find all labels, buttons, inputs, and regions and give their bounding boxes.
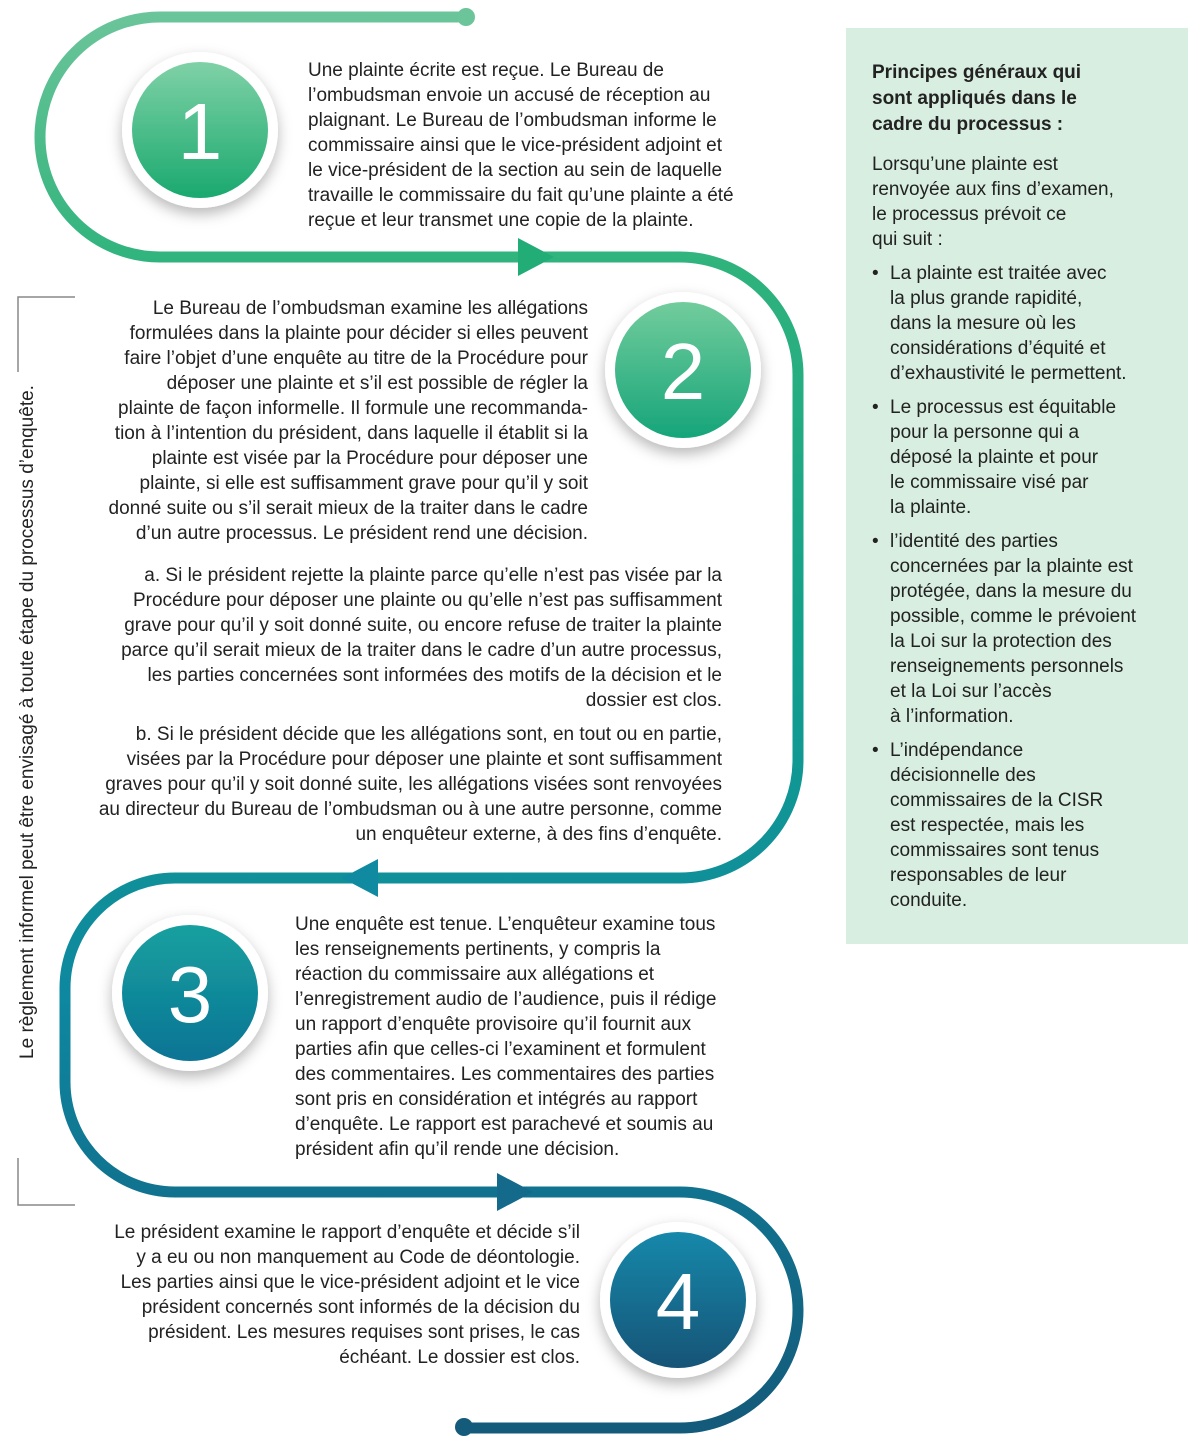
path-start-dot [457, 8, 475, 26]
principles-panel: Principes généraux qui sont appliqués da… [846, 28, 1188, 944]
step-2-option-a: a. Si le président rejette la plainte pa… [121, 565, 722, 711]
step-3-badge [112, 915, 268, 1071]
side-bracket-gap [8, 372, 28, 1158]
flow-path [34, 11, 804, 1434]
step-2-text: Le Bureau de l’ombudsman examine les all… [108, 298, 588, 544]
path-end-dot [455, 1418, 473, 1436]
principles-intro: Lorsqu’une plainte est renvoyée aux fins… [872, 154, 1114, 250]
bullet-icon: • [872, 531, 879, 552]
principles-list: • La plainte est traitée avec la plus gr… [872, 261, 1162, 913]
principle-item: • L’indépendance décisionnelle des commi… [872, 740, 1104, 911]
bullet-icon: • [872, 740, 879, 761]
step-1-badge [122, 52, 278, 208]
step-3-number: 3 [168, 950, 213, 1039]
bullet-icon: • [872, 263, 879, 284]
arrow-left-icon [342, 859, 378, 897]
step-2-number: 2 [661, 327, 706, 416]
step-2-option-b: b. Si le président décide que les alléga… [98, 724, 722, 845]
step-4-number: 4 [656, 1257, 701, 1346]
arrow-right-icon [497, 1173, 533, 1211]
step-4-text: Le président examine le rapport d’enquêt… [114, 1222, 580, 1368]
arrow-right-icon [518, 238, 554, 276]
principles-title: Principes généraux qui sont appliqués da… [872, 62, 1082, 135]
step-2-badge [605, 292, 761, 448]
step-3-text: Une enquête est tenue. L’enquêteur exami… [295, 914, 717, 1160]
step-4-badge [600, 1222, 756, 1378]
principle-item: • l’identité des parties concernées par … [872, 531, 1137, 727]
principle-item: • La plainte est traitée avec la plus gr… [872, 263, 1127, 384]
principle-item: • Le processus est équitable pour la per… [872, 397, 1117, 518]
step-1-number: 1 [178, 87, 223, 176]
bullet-icon: • [872, 397, 879, 418]
step-1-text: Une plainte écrite est reçue. Le Bureau … [308, 60, 734, 231]
